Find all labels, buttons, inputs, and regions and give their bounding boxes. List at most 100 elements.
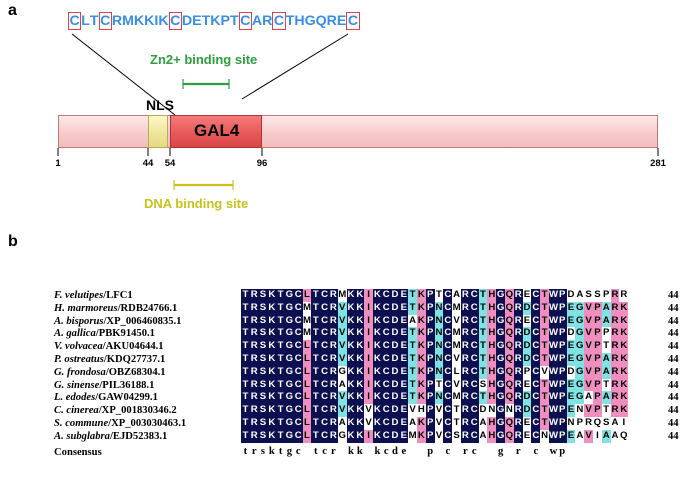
sequence-residue: C (238, 12, 252, 30)
alignment-cell: T (276, 327, 285, 341)
consensus-residue: t (314, 445, 318, 457)
position-tick-label: 96 (256, 158, 268, 169)
alignment-cell: I (364, 301, 373, 315)
alignment-cell: G (285, 301, 294, 315)
alignment-cell: R (619, 289, 629, 302)
alignment-cell: D (390, 429, 400, 443)
alignment-cell: T (408, 365, 417, 379)
row-length-count: 44 (668, 366, 679, 378)
alignment-cell: K (346, 429, 356, 443)
alignment-cell: C (381, 340, 391, 353)
alignment-cell: Q (505, 289, 514, 302)
alignment-cell: G (337, 365, 347, 379)
alignment-cell: K (355, 404, 365, 417)
alignment-cell: R (461, 391, 470, 405)
sequence-residue: T (285, 13, 295, 29)
alignment-cell: S (258, 417, 268, 430)
alignment-cell: R (513, 404, 523, 417)
alignment-cell: T (311, 378, 321, 392)
alignment-cell: K (417, 289, 426, 302)
alignment-cell: T (311, 365, 321, 379)
alignment-cell: T (276, 391, 285, 405)
alignment-cell: R (610, 391, 620, 405)
alignment-cell: T (478, 301, 488, 315)
alignment-cell: R (249, 365, 259, 379)
position-tick-label: 1 (55, 158, 61, 169)
alignment-cell: A (337, 378, 347, 392)
alignment-cell: E (399, 417, 409, 430)
alignment-cell: W (549, 378, 559, 392)
alignment-cell: C (381, 417, 391, 430)
alignment-cell: I (619, 417, 629, 430)
alignment-cell: G (575, 378, 585, 392)
alignment-cell: R (513, 417, 523, 430)
alignment-cell: S (584, 289, 593, 302)
alignment-cell: S (258, 289, 268, 302)
consensus-residue: c (322, 445, 327, 457)
alignment-cell: C (293, 353, 303, 366)
alignment-cell: I (364, 314, 373, 328)
consensus-residue: c (295, 445, 301, 457)
alignment-cell: Q (505, 301, 514, 315)
alignment-cell: L (302, 340, 312, 353)
alignment-cell: R (513, 429, 523, 443)
alignment-cell: T (311, 314, 321, 328)
alignment-cell: T (478, 289, 488, 302)
alignment-cell: P (557, 378, 567, 392)
alignment-cell: K (373, 404, 382, 417)
alignment-cell: A (408, 417, 417, 430)
alignment-cell: T (540, 404, 549, 417)
alignment-cell: K (346, 378, 356, 392)
alignment-cell: E (566, 429, 576, 443)
alignment-cell: K (346, 404, 356, 417)
alignment-cell: N (434, 365, 444, 379)
sequence-residue: D (181, 13, 193, 29)
alignment-cell: R (610, 327, 620, 341)
alignment-cell: S (258, 378, 268, 392)
alignment-cell: K (417, 301, 426, 315)
alignment-cell: C (320, 289, 329, 302)
alignment-cell: P (557, 391, 567, 405)
alignment-cell: R (249, 289, 259, 302)
alignment-cell: I (364, 365, 373, 379)
alignment-cell: T (408, 353, 417, 366)
alignment-cell: K (267, 327, 277, 341)
accession-id: /XP_003030463.1 (108, 418, 187, 429)
alignment-cell: C (293, 417, 303, 430)
alignment-cell: R (461, 417, 470, 430)
alignment-cell: T (276, 314, 285, 328)
alignment-cell: L (452, 365, 461, 379)
alignment-cell: K (355, 378, 365, 392)
alignment-cell: P (557, 365, 567, 379)
alignment-cell: T (241, 340, 250, 353)
alignment-cell: E (399, 404, 409, 417)
alignment-cell: A (601, 429, 611, 443)
alignment-cell: G (285, 429, 294, 443)
alignment-cell: D (390, 417, 400, 430)
alignment-cell: V (337, 353, 347, 366)
alignment-cell: C (531, 301, 541, 315)
alignment-cell: R (584, 417, 593, 430)
consensus-residue: e (401, 445, 407, 457)
alignment-cell: C (443, 353, 453, 366)
alignment-cell: C (531, 327, 541, 341)
alignment-cell: C (469, 301, 479, 315)
alignment-cell: P (425, 365, 435, 379)
alignment-cell: Q (505, 378, 514, 392)
alignment-cell: T (276, 365, 285, 379)
alignment-cell: G (496, 365, 505, 379)
species-row-name: P. ostreatus/KDQ27737.1 (54, 354, 165, 366)
alignment-cell: K (619, 327, 629, 341)
alignment-cell: Q (505, 340, 514, 353)
alignment-cell: N (434, 327, 444, 341)
consensus-residue: w (549, 445, 558, 457)
alignment-cell: M (452, 301, 461, 315)
alignment-cell: I (364, 353, 373, 366)
alignment-cell: P (425, 289, 435, 302)
alignment-cell: C (381, 314, 391, 328)
alignment-cell: C (443, 417, 453, 430)
alignment-cell: H (487, 429, 497, 443)
alignment-cell: G (496, 429, 505, 443)
alignment-cell: A (452, 289, 461, 302)
alignment-cell: D (390, 391, 400, 405)
